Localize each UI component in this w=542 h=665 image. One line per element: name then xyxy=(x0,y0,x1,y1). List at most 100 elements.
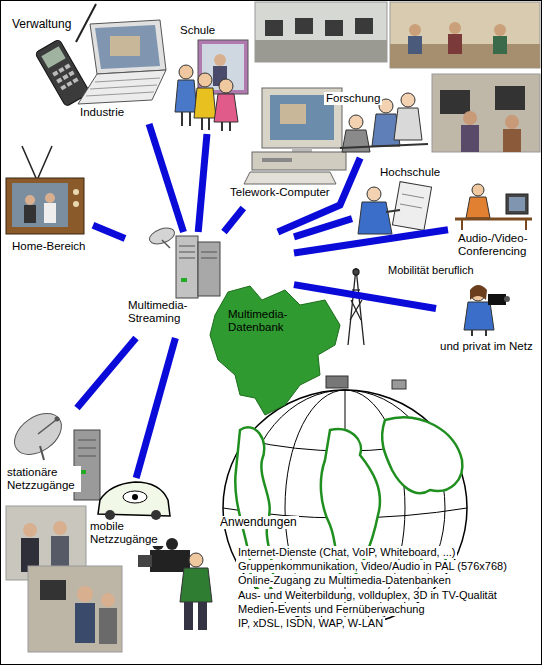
photo xyxy=(40,580,66,600)
photo xyxy=(463,111,477,125)
computer-icon xyxy=(244,172,336,184)
dish-icon xyxy=(78,448,96,449)
school-icon xyxy=(175,80,197,112)
photo xyxy=(101,593,115,607)
mobility-area: und privat im Netz xyxy=(436,282,538,356)
dish-icon xyxy=(55,417,60,422)
antenna-tower xyxy=(351,300,361,320)
phone-icon xyxy=(35,39,90,107)
photo xyxy=(325,20,343,36)
telework-area: Telework-Computer xyxy=(226,86,346,208)
university-icon xyxy=(402,194,424,198)
server-icon xyxy=(201,252,217,253)
computer-icon xyxy=(280,104,306,124)
list-item: Gruppenkommunikation, Video/Audio in PAL… xyxy=(236,560,509,573)
node-label: und privat im Netz xyxy=(438,340,535,353)
school-icon xyxy=(175,40,248,131)
school-icon xyxy=(229,122,231,131)
research-icon xyxy=(349,115,363,129)
photo xyxy=(409,24,421,36)
phone-icon xyxy=(66,81,72,87)
school-icon xyxy=(189,112,191,126)
cameraman-icon xyxy=(138,555,152,567)
tv-icon xyxy=(22,146,36,178)
server-icon xyxy=(162,240,170,248)
camera-woman-icon xyxy=(464,302,494,330)
conferencing-icon xyxy=(509,197,525,211)
conferencing-icon xyxy=(525,219,527,230)
school-area: Schule xyxy=(172,22,252,134)
computer-icon xyxy=(292,148,312,152)
network-link xyxy=(136,338,175,478)
caption-label: Verwaltung xyxy=(10,18,73,31)
list-item: Online-Zugang zu Multimedia-Datenbanken xyxy=(236,574,453,587)
cameraman-icon xyxy=(166,538,178,550)
laptop-icon xyxy=(95,78,160,82)
node-label: Audio-/Video- Conferencing xyxy=(456,232,540,258)
computer-icon xyxy=(262,158,292,162)
car-icon xyxy=(132,494,138,500)
conferencing-icon xyxy=(472,184,484,196)
mobile-access-area: mobile Netzzugänge xyxy=(86,478,172,548)
photo xyxy=(255,2,387,62)
camera-woman-icon xyxy=(470,285,487,300)
globe xyxy=(326,376,348,388)
network-link xyxy=(77,338,136,408)
tv-icon xyxy=(73,189,79,195)
photo xyxy=(449,22,461,34)
phone-icon xyxy=(68,70,74,76)
list-item: Internet-Dienste (Chat, VoIP, Whiteboard… xyxy=(236,546,457,559)
laptop-icon xyxy=(78,70,166,104)
school-icon xyxy=(179,65,193,79)
phone-icon xyxy=(64,64,70,70)
camera-woman-icon xyxy=(471,330,473,336)
school-icon xyxy=(214,94,238,122)
caption-label: Anwendungen xyxy=(218,516,299,529)
list-item: IP, xDSL, ISDN, WAP, W-LAN xyxy=(236,617,385,630)
globe xyxy=(382,417,462,493)
globe xyxy=(392,380,406,389)
phone-icon xyxy=(52,71,58,77)
node-label: Forschung xyxy=(324,92,382,105)
node-label: Schule xyxy=(178,24,217,37)
cameraman-icon xyxy=(180,568,212,602)
cameraman-icon xyxy=(184,602,193,630)
region-map xyxy=(210,286,340,415)
university-icon xyxy=(386,210,400,212)
photo xyxy=(461,125,479,152)
industry-area: Industrie xyxy=(68,14,176,124)
photo xyxy=(448,34,462,54)
photo xyxy=(28,566,122,652)
photo xyxy=(77,586,93,602)
cameraman-icon xyxy=(198,602,207,630)
phone-icon xyxy=(72,77,78,83)
server-icon xyxy=(147,225,176,247)
photo xyxy=(503,129,521,152)
school-icon xyxy=(201,118,203,130)
photo xyxy=(355,18,373,34)
camera-woman-icon xyxy=(485,330,487,336)
phone-icon xyxy=(60,84,66,90)
photo xyxy=(23,523,37,537)
car-icon xyxy=(98,482,170,520)
conferencing-area: Audio-/Video- Conferencing xyxy=(448,176,542,262)
university-icon xyxy=(392,182,431,231)
network-link xyxy=(224,208,243,232)
school-icon xyxy=(214,54,226,66)
university-icon xyxy=(367,187,381,201)
tv-icon xyxy=(6,178,84,234)
tv-icon xyxy=(12,183,68,227)
research-icon xyxy=(394,108,422,140)
laptop-icon xyxy=(78,20,166,104)
node-label: Hochschule xyxy=(378,166,442,179)
university-icon xyxy=(358,182,432,234)
school-icon xyxy=(181,112,183,126)
conferencing-icon xyxy=(455,184,532,230)
network-link xyxy=(93,225,125,238)
conferencing-icon xyxy=(506,194,528,214)
node-label: mobile Netzzugänge xyxy=(88,520,164,546)
tv-icon xyxy=(24,205,36,223)
node-label: Multimedia- Datenbank xyxy=(228,308,292,334)
car-icon xyxy=(123,491,147,503)
photo xyxy=(390,2,540,68)
